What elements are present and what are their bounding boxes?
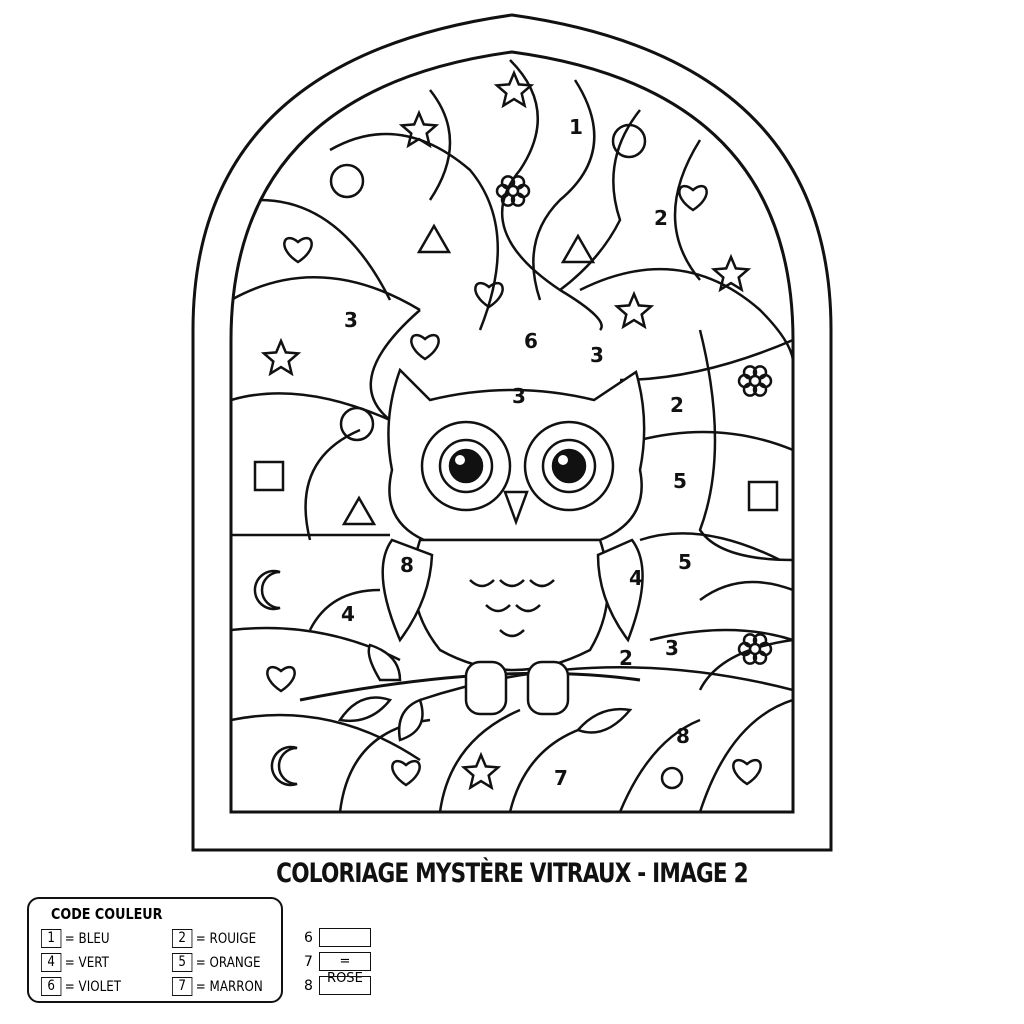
- region-number: 3: [665, 636, 679, 660]
- region-number: 6: [524, 329, 538, 353]
- legend-number-box: 2: [172, 929, 193, 948]
- square-icon: [747, 480, 779, 512]
- star-icon: [260, 337, 302, 377]
- flower-icon: [737, 633, 773, 665]
- legend-number-box: 6: [41, 977, 62, 996]
- star-icon: [398, 109, 440, 149]
- heart-icon: [266, 665, 296, 693]
- circle-icon: [611, 123, 647, 159]
- heart-icon: [732, 758, 762, 786]
- legend-item: 6= VIOLET: [41, 977, 121, 996]
- triangle-icon: [560, 233, 596, 264]
- glass-region-lines: [231, 59, 793, 812]
- region-number: 5: [678, 550, 692, 574]
- moon-icon: [270, 745, 298, 787]
- region-number: 4: [341, 602, 355, 626]
- legend-number-box: 5: [172, 953, 193, 972]
- legend-label: = VIOLET: [64, 978, 121, 995]
- star-icon: [493, 69, 535, 109]
- region-number: 4: [629, 566, 643, 590]
- legend-label: = ORANGE: [195, 954, 261, 971]
- legend-number-box: 4: [41, 953, 62, 972]
- region-number: 3: [512, 384, 526, 408]
- legend-item: 5= ORANGE: [172, 953, 260, 972]
- extra-color-box: [318, 928, 371, 947]
- region-number: 3: [344, 308, 358, 332]
- square-icon: [253, 460, 285, 492]
- legend-label: = VERT: [64, 954, 109, 971]
- extra-number: 6: [304, 929, 313, 946]
- star-icon: [613, 290, 655, 330]
- heart-icon: [391, 759, 421, 787]
- legend-number-box: 1: [41, 929, 62, 948]
- star-icon: [460, 751, 502, 791]
- moon-icon: [253, 569, 281, 611]
- heart-icon: [474, 281, 504, 309]
- region-number: 8: [676, 724, 690, 748]
- legend-label: = ROUIGE: [195, 930, 257, 947]
- flower-icon: [737, 365, 773, 397]
- owl-illustration: [299, 367, 646, 742]
- legend-item: 4= VERT: [41, 953, 109, 972]
- region-number: 1: [569, 115, 583, 139]
- legend-item: 1= BLEU: [41, 929, 110, 948]
- triangle-icon: [341, 495, 377, 526]
- extra-legend-item: 8: [304, 976, 371, 995]
- circle-icon: [339, 406, 375, 442]
- page-title: COLORIAGE MYSTÈRE VITRAUX - IMAGE 2: [276, 858, 749, 889]
- circle-icon: [329, 163, 365, 199]
- legend-heading: CODE COULEUR: [51, 905, 163, 923]
- region-number: 2: [654, 206, 668, 230]
- heart-icon: [410, 333, 440, 361]
- extra-color-box: [318, 976, 371, 995]
- legend-item: 7= MARRON: [172, 977, 263, 996]
- extra-number: 8: [304, 977, 313, 994]
- legend-number-box: 7: [172, 977, 193, 996]
- heart-icon: [678, 184, 708, 212]
- legend-item: 2= ROUIGE: [172, 929, 256, 948]
- extra-legend-item: 7 = ROSE: [304, 952, 371, 986]
- legend-label: = BLEU: [64, 930, 110, 947]
- region-number: 3: [590, 343, 604, 367]
- region-number: 7: [554, 766, 568, 790]
- region-number: 8: [400, 553, 414, 577]
- flower-icon: [495, 175, 531, 207]
- region-number: 2: [670, 393, 684, 417]
- window-frame-inner: [229, 50, 795, 814]
- extra-legend-item: 6: [304, 928, 371, 947]
- color-code-legend: CODE COULEUR 1= BLEU 2= ROUIGE 4= VERT 5…: [27, 897, 283, 1003]
- star-icon: [710, 253, 752, 293]
- region-number: 2: [619, 646, 633, 670]
- heart-icon: [283, 236, 313, 264]
- legend-label: = MARRON: [195, 978, 263, 995]
- extra-number: 7: [304, 953, 313, 970]
- region-number: 5: [673, 469, 687, 493]
- triangle-icon: [416, 223, 452, 254]
- window-frame-outer: [191, 13, 833, 852]
- circle-icon: [660, 766, 684, 790]
- extra-color-box: = ROSE: [318, 952, 371, 986]
